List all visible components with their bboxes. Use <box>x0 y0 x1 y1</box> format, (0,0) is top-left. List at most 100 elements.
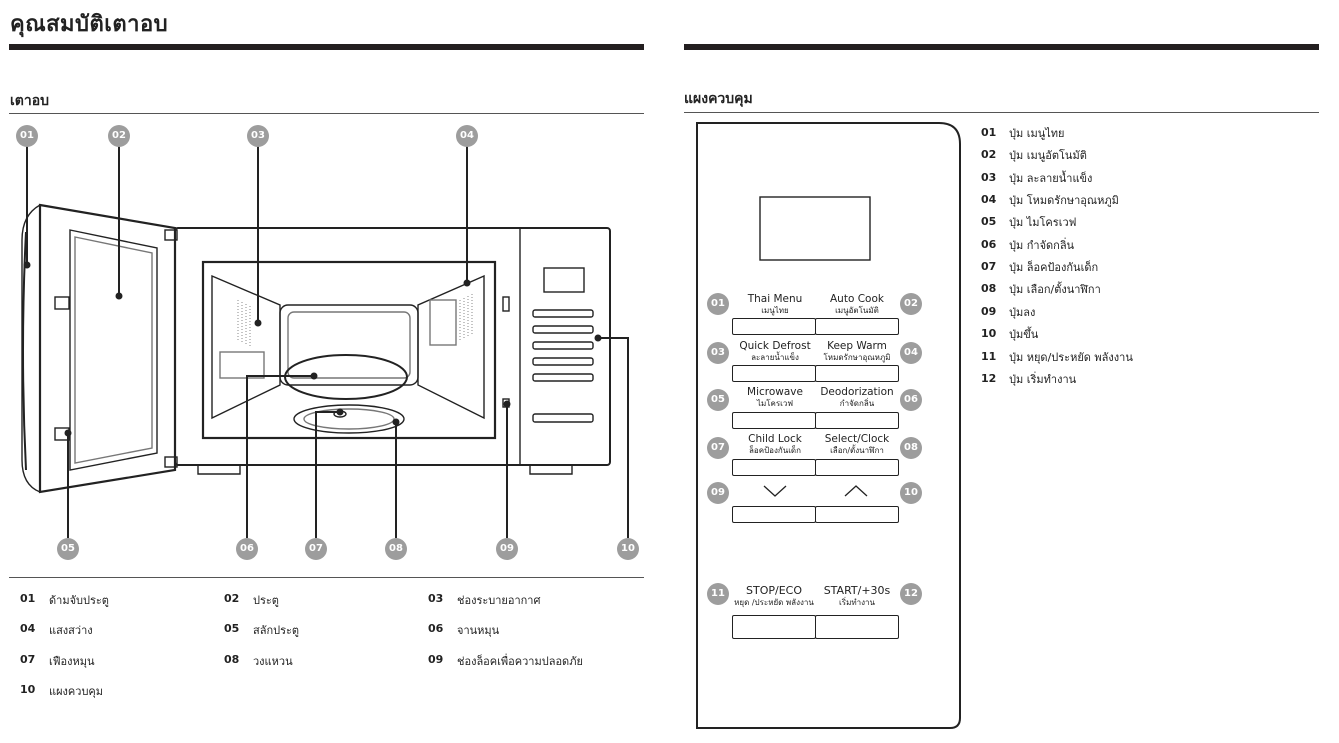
btn-subtext: ละลายน้ำแข็ง <box>751 353 799 362</box>
btn-text: START/+30s <box>823 584 891 597</box>
panel-callout-02: 02 <box>900 293 922 315</box>
auto-cook-label: Auto Cook เมนูอัตโนมัติ <box>817 293 897 317</box>
panel-legend-label: ปุ่ม ละลายน้ำแข็ง <box>1009 172 1093 185</box>
panel-callout-06: 06 <box>900 389 922 411</box>
panel-legend-num: 02 <box>981 148 997 161</box>
btn-subtext: เริ่มทำงาน <box>839 598 875 607</box>
legend-label: ประตู <box>253 594 279 607</box>
down-button[interactable] <box>732 506 816 523</box>
deodorization-label: Deodorization กำจัดกลิ่น <box>817 386 897 410</box>
legend-num: 07 <box>20 653 36 666</box>
legend-num: 01 <box>20 592 36 605</box>
btn-text: Keep Warm <box>827 340 887 352</box>
btn-subtext: โหมดรักษาอุณหภูมิ <box>823 353 891 362</box>
panel-legend-label: ปุ่ม เมนูอัตโนมัติ <box>1009 149 1087 162</box>
callout-06: 06 <box>236 538 258 560</box>
callout-09: 09 <box>496 538 518 560</box>
chevron-up-icon <box>844 485 868 497</box>
panel-callout-04: 04 <box>900 342 922 364</box>
legend-label: ช่องล็อคเพื่อความปลอดภัย <box>457 655 583 668</box>
panel-legend-label: ปุ่มลง <box>1009 306 1036 319</box>
panel-legend-label: ปุ่ม หยุด/ประหยัด พลังงาน <box>1009 351 1133 364</box>
callout-04: 04 <box>456 125 478 147</box>
panel-legend-num: 01 <box>981 126 997 139</box>
btn-subtext: ไมโครเวฟ <box>756 399 794 408</box>
panel-callout-10: 10 <box>900 482 922 504</box>
btn-text: Select/Clock <box>824 433 890 445</box>
btn-text: Thai Menu <box>747 293 803 305</box>
panel-callout-11: 11 <box>707 583 729 605</box>
child-lock-button[interactable] <box>732 459 816 476</box>
btn-subtext: หยุด /ประหยัด พลังงาน <box>734 598 814 607</box>
quick-defrost-button[interactable] <box>732 365 816 382</box>
btn-subtext: ล็อคป้องกันเด็ก <box>749 446 801 455</box>
legend-num: 08 <box>224 653 240 666</box>
panel-legend-num: 12 <box>981 372 997 385</box>
callout-08: 08 <box>385 538 407 560</box>
panel-legend-label: ปุ่ม โหมดรักษาอุณหภูมิ <box>1009 194 1119 207</box>
microwave-label: Microwave ไมโครเวฟ <box>735 386 815 410</box>
legend-label: แผงควบคุม <box>49 685 104 698</box>
panel-legend-label: ปุ่ม เลือก/ตั้งนาฬิกา <box>1009 283 1101 296</box>
thai-menu-label: Thai Menu เมนูไทย <box>735 293 815 317</box>
keep-warm-label: Keep Warm โหมดรักษาอุณหภูมิ <box>817 340 897 364</box>
panel-legend-label: ปุ่ม ล็อคป้องกันเด็ก <box>1009 261 1099 274</box>
auto-cook-button[interactable] <box>815 318 899 335</box>
btn-subtext: เลือก/ตั้งนาฬิกา <box>830 446 884 455</box>
panel-legend-label: ปุ่ม ไมโครเวฟ <box>1009 216 1077 229</box>
panel-legend-num: 11 <box>981 350 997 363</box>
callout-07: 07 <box>305 538 327 560</box>
btn-text: STOP/ECO <box>746 584 802 597</box>
btn-text: Microwave <box>747 386 803 398</box>
header-rule-right <box>684 44 1319 50</box>
legend-num: 06 <box>428 622 444 635</box>
chevron-down-icon <box>763 485 787 497</box>
legend-label: วงแหวน <box>253 655 293 668</box>
panel-legend-label: ปุ่ม เริ่มทำงาน <box>1009 373 1077 386</box>
page-title: คุณสมบัติเตาอบ <box>10 12 169 37</box>
legend-num: 10 <box>20 683 36 696</box>
callout-10: 10 <box>617 538 639 560</box>
legend-num: 04 <box>20 622 36 635</box>
panel-callout-09: 09 <box>707 482 729 504</box>
legend-label: เฟืองหมุน <box>49 655 95 668</box>
btn-subtext: เมนูไทย <box>761 306 789 315</box>
legend-label: จานหมุน <box>457 624 500 637</box>
btn-text: Child Lock <box>748 433 802 445</box>
btn-text: Quick Defrost <box>739 340 811 352</box>
panel-section-title: แผงควบคุม <box>684 91 753 107</box>
panel-legend-num: 03 <box>981 171 997 184</box>
keep-warm-button[interactable] <box>815 365 899 382</box>
legend-num: 03 <box>428 592 444 605</box>
panel-legend-num: 07 <box>981 260 997 273</box>
thai-menu-button[interactable] <box>732 318 816 335</box>
panel-legend-num: 09 <box>981 305 997 318</box>
legend-label: ด้ามจับประตู <box>49 594 109 607</box>
callout-02: 02 <box>108 125 130 147</box>
btn-subtext: กำจัดกลิ่น <box>839 399 875 408</box>
panel-callout-03: 03 <box>707 342 729 364</box>
btn-subtext: เมนูอัตโนมัติ <box>835 306 879 315</box>
btn-text: Deodorization <box>820 386 894 398</box>
callout-03: 03 <box>247 125 269 147</box>
child-lock-label: Child Lock ล็อคป้องกันเด็ก <box>735 433 815 457</box>
select-clock-button[interactable] <box>815 459 899 476</box>
btn-text: Auto Cook <box>830 293 884 305</box>
callout-01: 01 <box>16 125 38 147</box>
panel-legend-label: ปุ่ม กำจัดกลิ่น <box>1009 239 1075 252</box>
microwave-button[interactable] <box>732 412 816 429</box>
panel-section-rule <box>684 112 1319 113</box>
panel-callout-05: 05 <box>707 389 729 411</box>
panel-legend-num: 05 <box>981 215 997 228</box>
start-button[interactable] <box>815 615 899 639</box>
header-rule-left <box>9 44 644 50</box>
oven-section-title: เตาอบ <box>10 93 50 109</box>
deodorization-button[interactable] <box>815 412 899 429</box>
stop-eco-button[interactable] <box>732 615 816 639</box>
legend-num: 02 <box>224 592 240 605</box>
oven-legend-rule <box>9 577 644 578</box>
up-button[interactable] <box>815 506 899 523</box>
oven-section-rule <box>9 113 644 114</box>
panel-legend-num: 10 <box>981 327 997 340</box>
quick-defrost-label: Quick Defrost ละลายน้ำแข็ง <box>735 340 815 364</box>
